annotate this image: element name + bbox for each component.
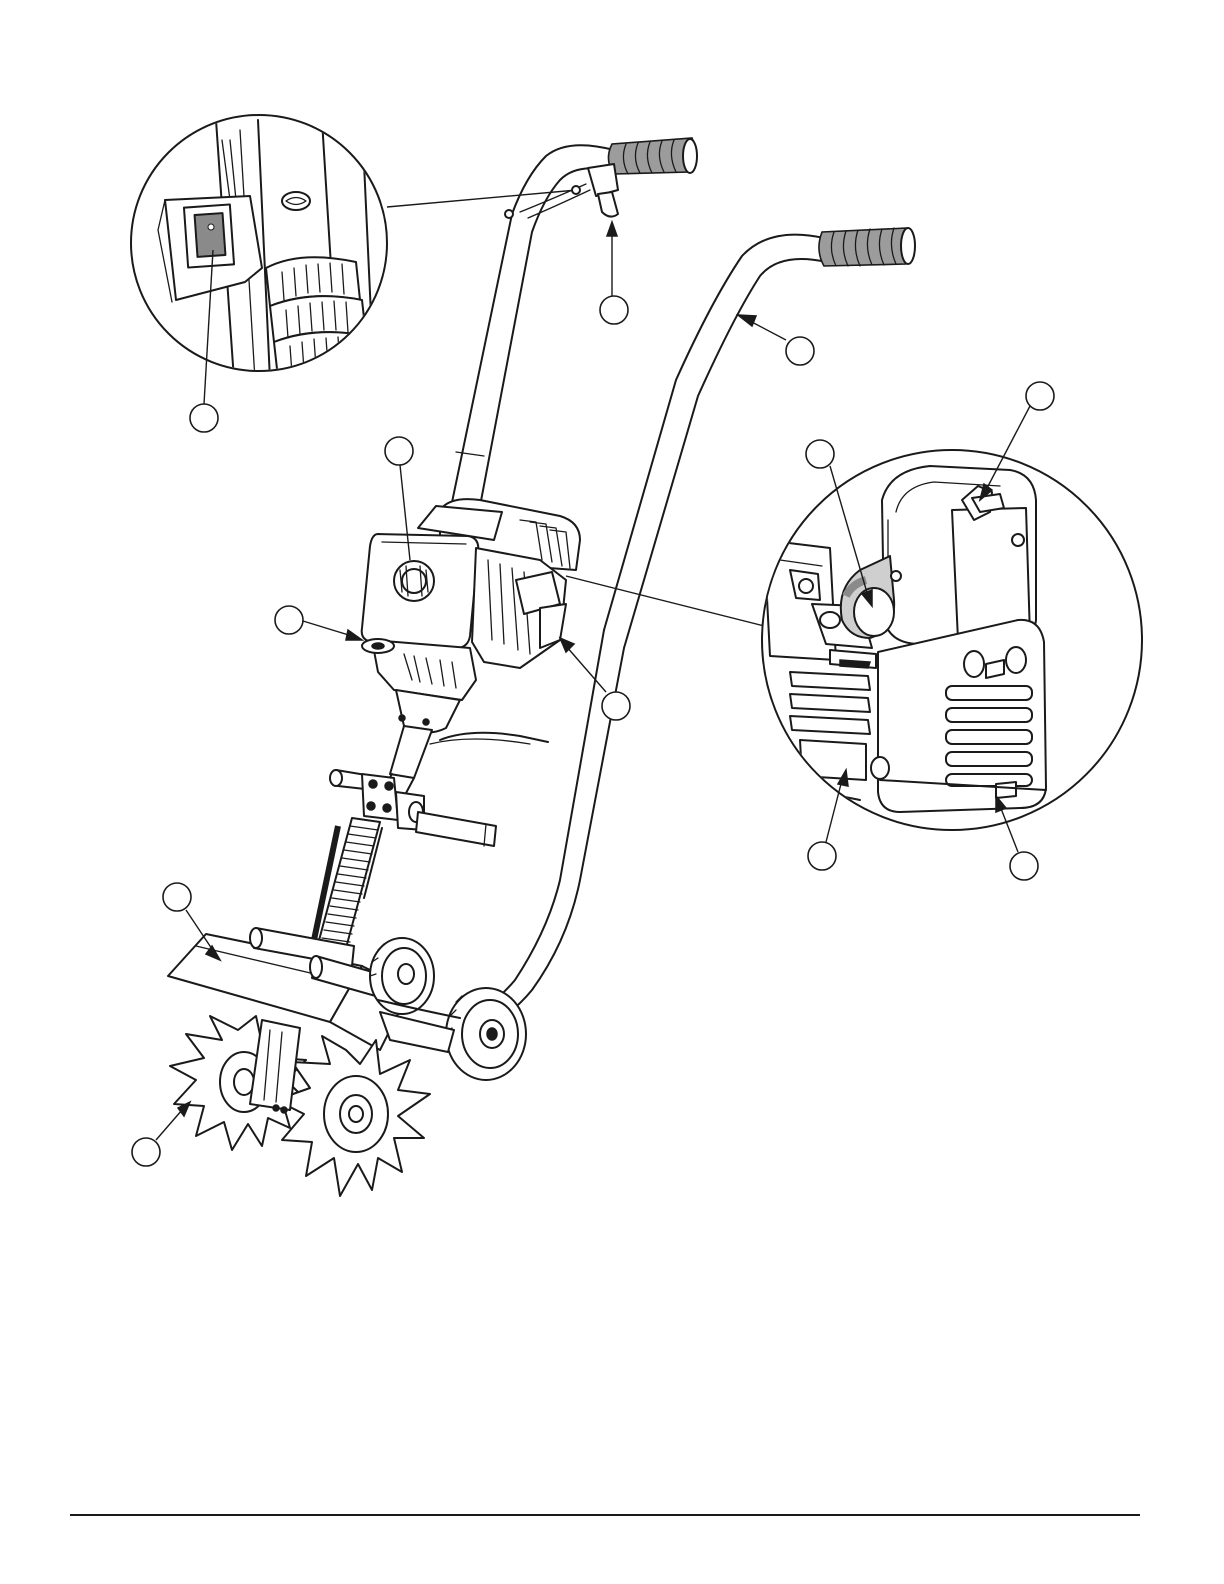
callout-starter-right — [1010, 852, 1038, 880]
right-grip — [819, 228, 915, 266]
on-off-switch-icon — [195, 213, 226, 257]
callout-throttle — [600, 296, 628, 324]
callout-tines — [132, 1138, 160, 1166]
engine — [362, 499, 580, 732]
callout-choke — [275, 606, 303, 634]
callout-primer — [1026, 382, 1054, 410]
drive-tube — [314, 818, 380, 948]
callout-spark-plug-inset — [806, 440, 834, 468]
switch-detail-inset — [131, 115, 577, 432]
callout-starter-left — [808, 842, 836, 870]
callout-spark-plug — [602, 692, 630, 720]
engine-detail-inset — [762, 382, 1142, 880]
callout-fuel-cap — [385, 437, 413, 465]
tines — [170, 1016, 430, 1196]
rear-wheel-back — [370, 938, 434, 1014]
callout-switch — [190, 404, 218, 432]
left-grip — [608, 138, 697, 174]
callout-tine-shield — [163, 883, 191, 911]
footer-rule — [70, 1514, 1140, 1516]
callout-handle — [786, 337, 814, 365]
rear-wheel-front — [446, 988, 526, 1080]
